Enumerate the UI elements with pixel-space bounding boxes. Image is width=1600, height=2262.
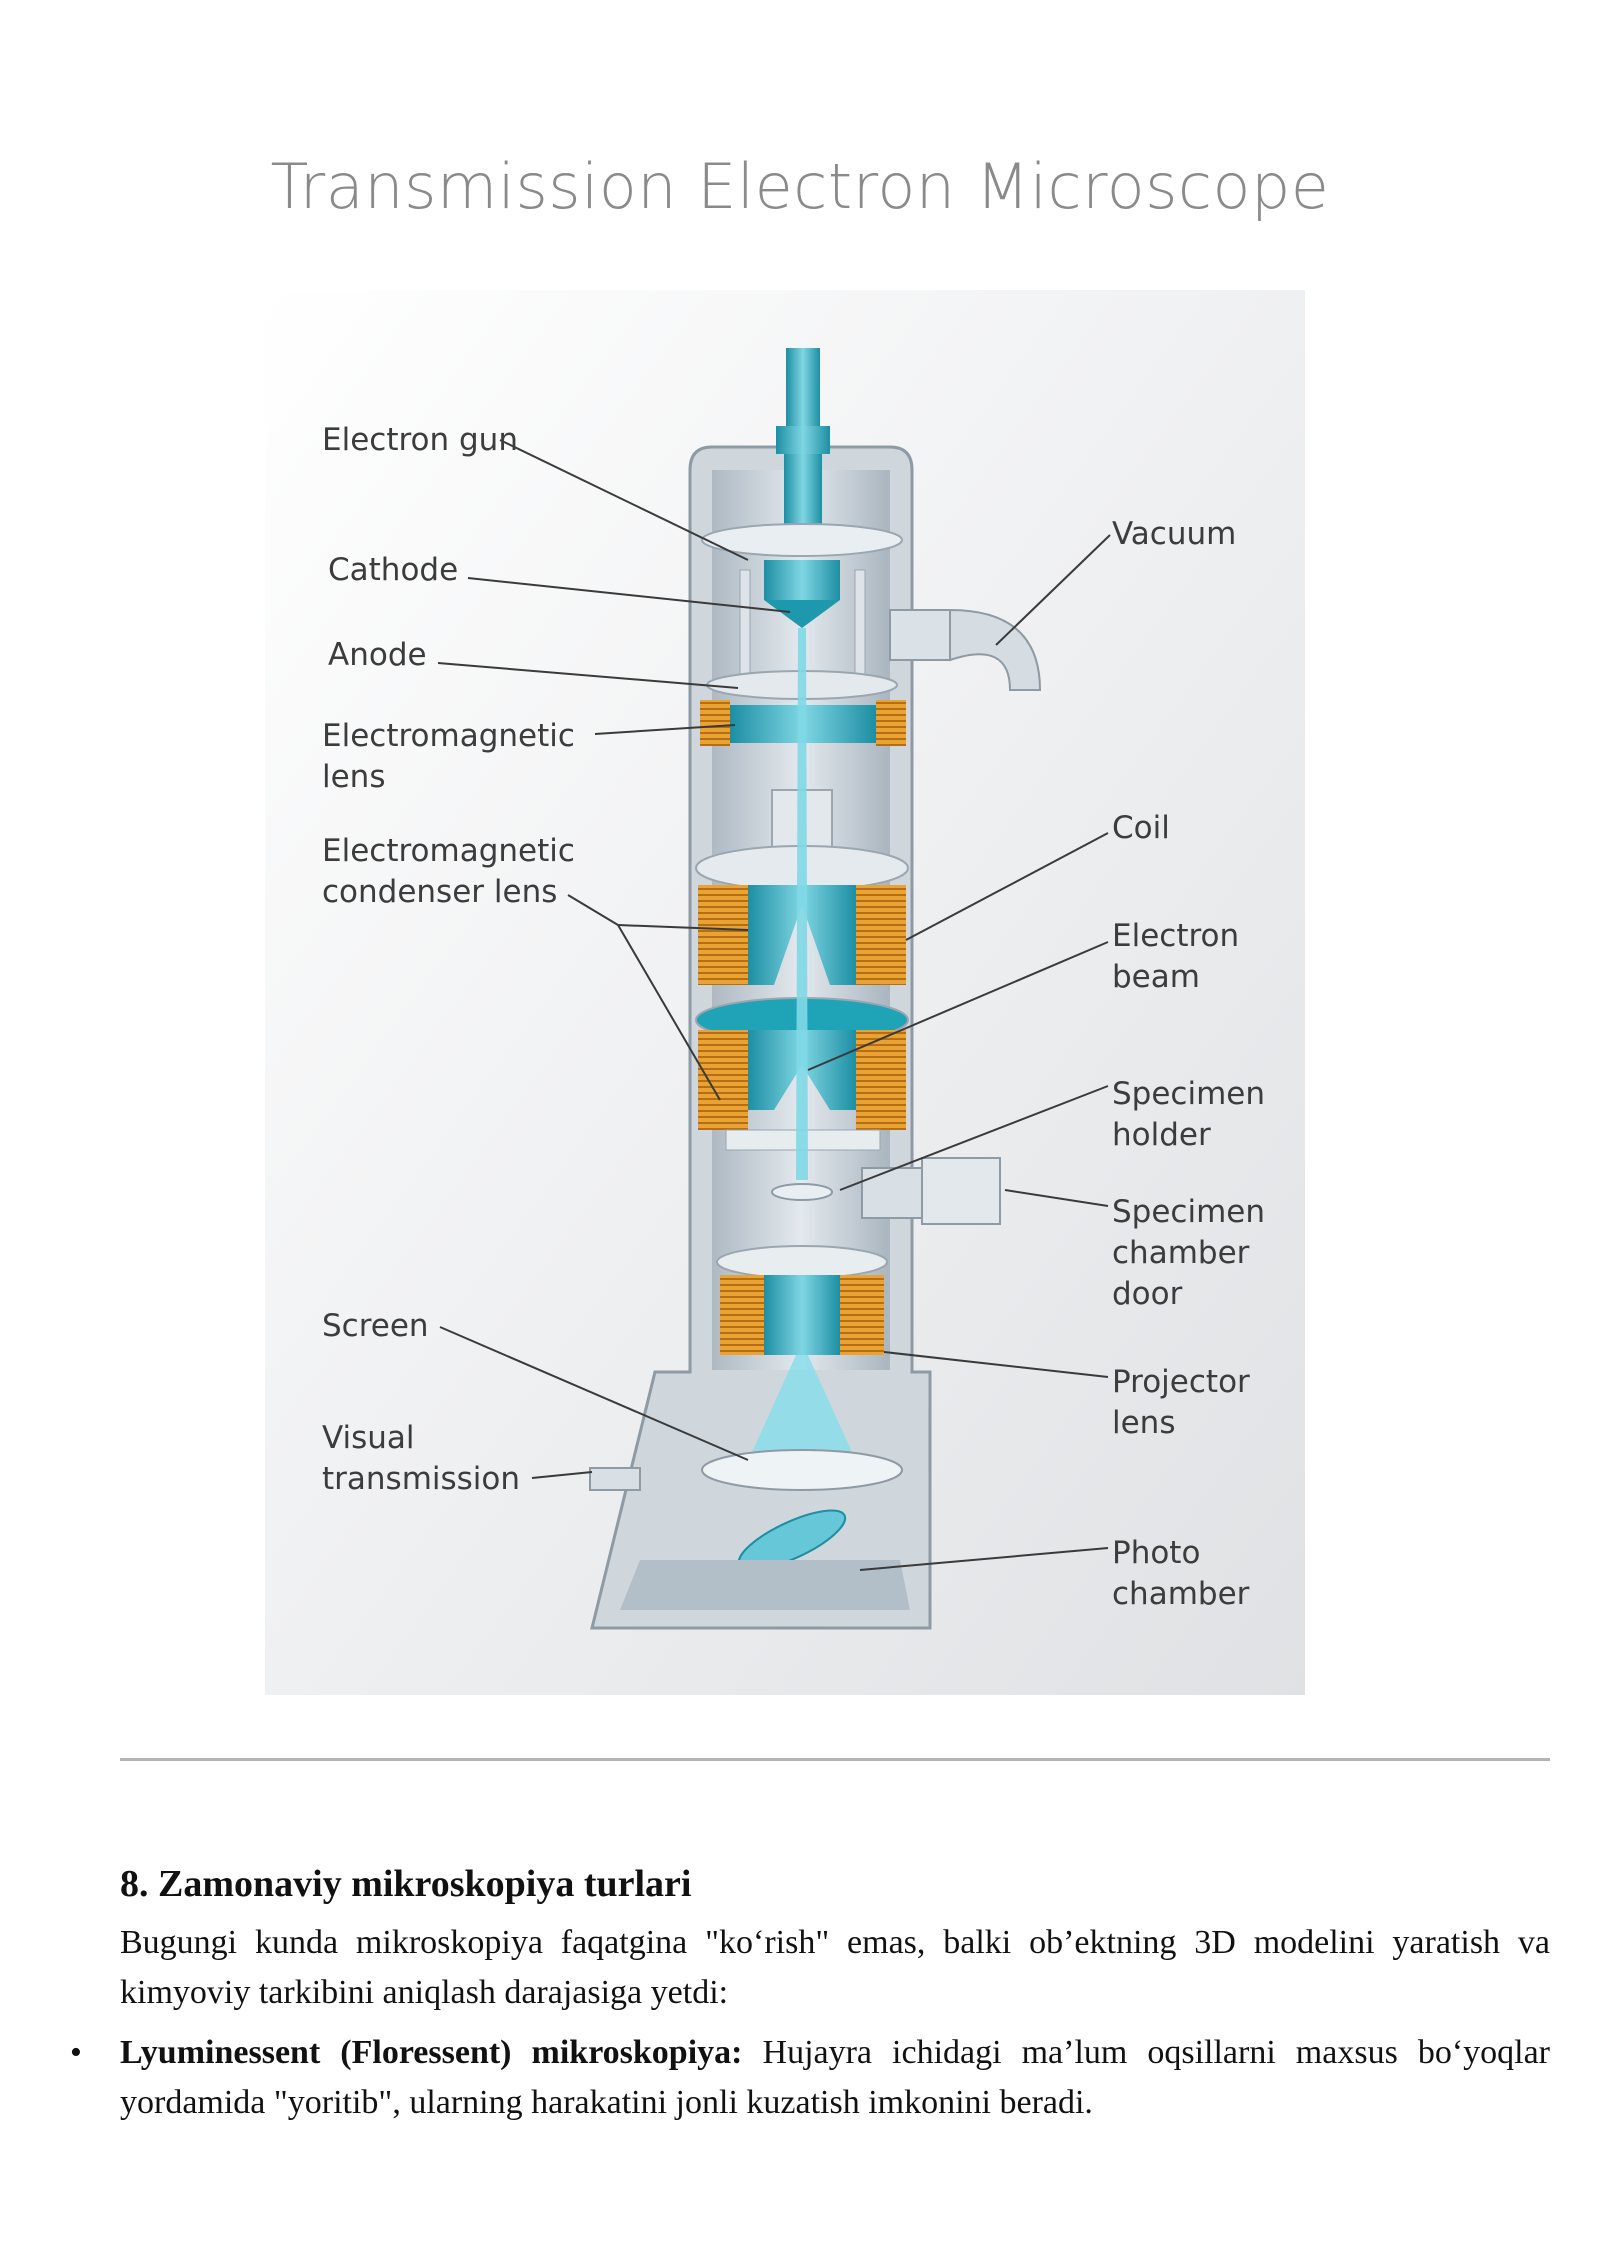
- condenser-lens-1: [748, 885, 856, 985]
- label-cathode: Cathode: [328, 552, 459, 588]
- photo-chamber: [620, 1560, 910, 1610]
- bullet-icon: •: [70, 2034, 82, 2071]
- label-anode: Anode: [328, 637, 427, 673]
- leader-lines: [437, 439, 1111, 1571]
- specimen-chamber-door: [921, 1157, 1001, 1225]
- label-em-lens: Electromagnetic lens: [322, 718, 575, 795]
- label-electron-gun: Electron gun: [322, 422, 518, 458]
- electron-gun-tube: [786, 348, 820, 426]
- projector-coil-right: [840, 1275, 884, 1355]
- label-photo-chamber: Photo chamber: [1112, 1535, 1250, 1612]
- electron-beam: [796, 628, 808, 1180]
- vacuum-pipe: [949, 608, 1042, 691]
- specimen-holder: [771, 1183, 833, 1201]
- section-intro: Bugungi kunda mikroskopiya faqatgina "ko…: [120, 1924, 1550, 2011]
- label-vacuum: Vacuum: [1112, 516, 1237, 552]
- gun-plate: [701, 523, 903, 557]
- label-em-condenser: Electromagnetic condenser lens: [322, 833, 575, 910]
- tem-illustration: [265, 290, 1305, 1695]
- label-specimen-door: Specimen chamber door: [1112, 1194, 1266, 1312]
- label-screen: Screen: [322, 1308, 429, 1344]
- projector-coil-left: [720, 1275, 764, 1355]
- label-specimen-holder: Specimen holder: [1112, 1076, 1266, 1153]
- condenser-coil-1-left: [698, 885, 748, 985]
- projector-lens: [764, 1275, 840, 1355]
- em-lens-coil-right: [876, 700, 906, 746]
- label-projector-lens: Projector lens: [1112, 1364, 1250, 1441]
- em-lens-coil-left: [700, 700, 730, 746]
- section-divider: [120, 1758, 1550, 1761]
- electron-gun-collar: [776, 426, 830, 454]
- bullet-list: • Lyuminessent (Floressent) mikroskopiya:…: [70, 2028, 1551, 2128]
- tem-diagram: Transmission Electron Microscope Electro…: [265, 150, 1330, 1695]
- label-electron-beam: Electron beam: [1112, 918, 1240, 995]
- label-visual-transmission: Visual transmission: [322, 1420, 521, 1497]
- cathode: [764, 560, 840, 600]
- bullet-text: Hujayra ichidagi ma’lum oqsillarni maxsu…: [120, 2034, 1551, 2121]
- condenser-coil-1-right: [856, 885, 906, 985]
- section-heading: 8. Zamonaviy mikroskopiya turlari: [120, 1863, 692, 1905]
- bullet-item: • Lyuminessent (Floressent) mikroskopiya:…: [70, 2028, 1551, 2128]
- screen: [701, 1449, 903, 1491]
- cathode-tip: [764, 600, 840, 628]
- visual-transmission-port: [589, 1467, 641, 1491]
- figure-title: Transmission Electron Microscope: [270, 150, 1330, 223]
- condenser-coil-2-left: [698, 1030, 748, 1130]
- condenser-lens-2: [748, 1030, 856, 1110]
- label-coil: Coil: [1112, 810, 1170, 846]
- bullet-term: Lyuminessent (Floressent) mikroskopiya:: [120, 2034, 743, 2071]
- condenser-coil-2-right: [856, 1030, 906, 1130]
